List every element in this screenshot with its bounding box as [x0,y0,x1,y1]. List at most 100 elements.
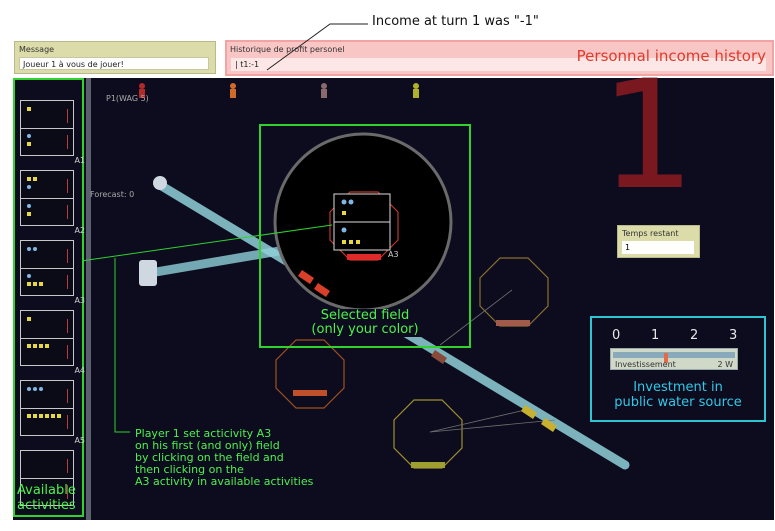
activity-label: A1 [74,156,85,165]
farmer-marker [314,283,330,297]
activity-card-divider [21,408,73,409]
farmer-marker [541,418,557,432]
water-dot-icon [27,274,31,278]
selected-field-highlight [259,124,471,348]
down-arrow-icon [67,249,68,263]
player-icon [321,83,327,98]
pump-station-icon [139,260,157,286]
water-dot-icon [39,387,43,391]
field-activity-block [342,240,346,244]
investment-label: Investissement [615,360,676,369]
history-caption: Personnal income history [576,47,766,65]
crop-block-icon [39,344,43,348]
crop-block-icon [51,414,55,418]
field-activity-dot [341,199,347,205]
investment-tick-label: 0 [612,328,621,343]
player-label: P1(WAG 5) [106,94,149,103]
field-activity-dot [341,227,347,233]
crop-block-icon [27,107,31,111]
water-dot-icon [27,247,31,251]
field-plot-south [393,399,463,469]
field-bar-south [411,462,445,468]
irrigation-line [429,419,556,433]
activity-label: A2 [74,226,85,235]
irrigation-line [439,289,513,346]
activity-card[interactable]: A4 [20,310,85,375]
activity-card-divider [21,198,73,199]
income-callout: Income at turn 1 was "-1" [372,14,539,29]
player-icon [413,83,419,98]
investment-value: 2 W [717,360,733,369]
crop-block-icon [33,414,37,418]
investment-handle[interactable] [664,353,668,363]
down-arrow-icon [67,389,68,403]
investment-tick-label: 1 [651,328,660,343]
field-plot-east [479,257,549,327]
available-caption: Available activities [17,483,76,513]
field-bar-southwest [293,390,327,396]
activity-card[interactable]: A5 [20,380,85,445]
pointer-line [59,224,333,265]
player-icon [139,83,145,98]
water-dot-icon [27,185,31,189]
crop-block-icon [27,344,31,348]
player-icon [230,83,236,98]
water-dot-icon [27,204,31,208]
down-arrow-icon [67,275,68,289]
sidebar-scrollbar[interactable] [86,78,91,520]
crop-block-icon [27,142,31,146]
field-plot-southwest [275,339,345,409]
crop-block-icon [33,344,37,348]
history-field: | t1:-1 [231,58,766,71]
activity-label: A5 [74,436,85,445]
field-bar-east [496,320,530,326]
crop-block-icon [39,414,43,418]
activity-card[interactable]: A1 [20,100,85,165]
crop-block-icon [45,344,49,348]
time-field: 1 [622,241,694,254]
message-title: Message [19,45,55,54]
crop-block-icon [45,414,49,418]
crop-block-icon [57,414,61,418]
income-pointer-line [266,23,368,71]
crop-block-icon [27,212,31,216]
down-arrow-icon [67,485,68,499]
investment-caption: Investment in public water source [614,380,742,410]
down-arrow-icon [67,179,68,193]
selected-field-caption: Selected field (only your color) [300,309,430,337]
field-activity-block [349,240,353,244]
field-activity-block [342,211,346,215]
investment-tick-label: 3 [729,328,738,343]
turn-number: 1 [600,49,696,223]
activity-label: A4 [74,366,85,375]
activity-card-divider [21,338,73,339]
investment-track[interactable] [613,352,735,363]
water-dot-icon [33,247,37,251]
activity-card[interactable]: A2 [20,170,85,235]
player-action-caption: Player 1 set acticivity A3 on his first … [135,427,314,488]
farmer-marker [521,405,537,419]
field-activity-label: A3 [388,250,399,259]
farmer-marker [431,350,447,364]
crop-block-icon [27,177,31,181]
water-dot-icon [27,134,31,138]
field-bar-selected [347,254,381,260]
investment-slider[interactable]: Investissement 2 W [610,348,738,370]
crop-block-icon [39,282,43,286]
activity-card-divider [21,268,73,269]
down-arrow-icon [67,205,68,219]
income-history-panel: Historique de profit personel | t1:-1 Pe… [225,40,774,76]
river-source [153,176,167,190]
activity-card[interactable] [20,450,74,506]
field-activity-dot [348,199,354,205]
time-remaining-panel: Temps restant 1 [617,225,700,258]
down-arrow-icon [67,459,68,473]
activity-card[interactable]: A3 [20,240,85,305]
field-activity-block [356,240,360,244]
down-arrow-icon [67,319,68,333]
farmer-marker [298,270,314,284]
activity-card-divider [21,128,73,129]
pointer-line [114,258,130,433]
